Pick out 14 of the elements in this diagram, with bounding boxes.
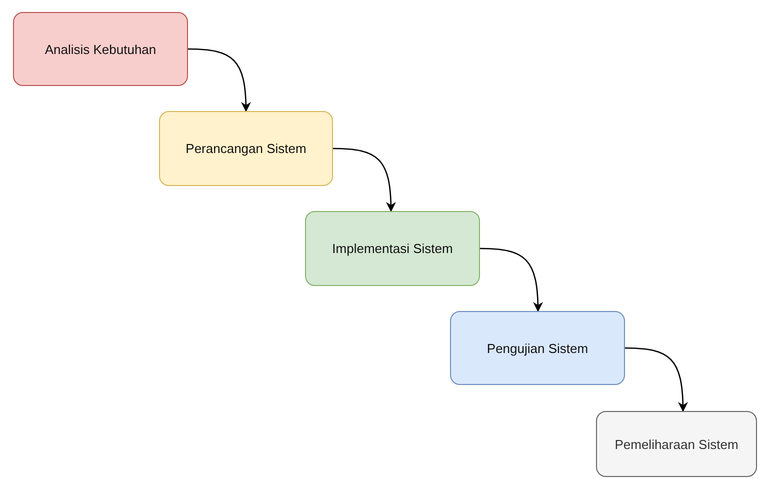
curved-arrow bbox=[624, 347, 688, 412]
step-label: Perancangan Sistem bbox=[186, 141, 306, 156]
process-box bbox=[596, 411, 757, 477]
curved-arrow bbox=[480, 248, 543, 312]
process-box bbox=[305, 211, 480, 286]
step-label: Implementasi Sistem bbox=[332, 241, 453, 256]
step-label: Pengujian Sistem bbox=[486, 340, 588, 356]
process-box bbox=[159, 111, 333, 186]
step-label: Pemeliharaan Sistem bbox=[614, 436, 738, 452]
curved-arrow bbox=[332, 148, 396, 212]
process-box bbox=[450, 311, 625, 385]
step-label: Analisis Kebutuhan bbox=[44, 42, 156, 56]
curved-arrow bbox=[188, 48, 251, 112]
process-box bbox=[13, 12, 188, 86]
